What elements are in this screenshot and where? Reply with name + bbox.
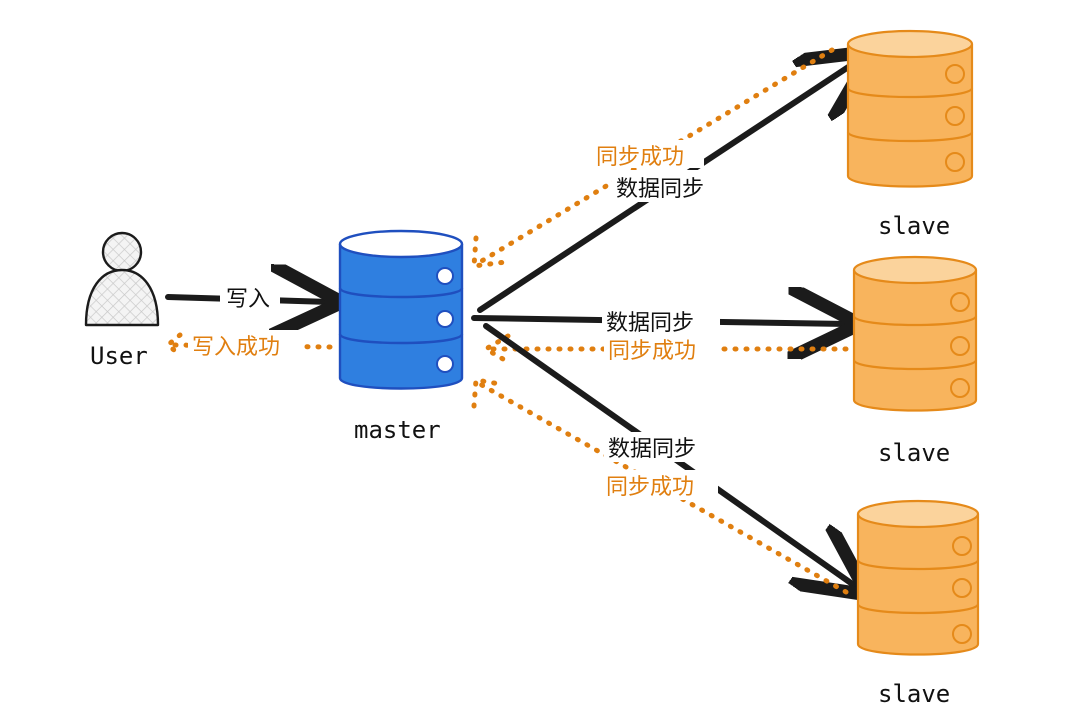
sync-success-arrowhead-slave-2 <box>481 333 511 365</box>
write-success-label: 写入成功 <box>192 335 280 360</box>
sync-success-label-slave-3: 同步成功 <box>606 475 694 500</box>
slave-label-3: slave <box>878 680 950 708</box>
sync-label-slave-2: 数据同步 <box>606 311 694 336</box>
sync-label-slave-3: 数据同步 <box>608 437 696 462</box>
sync-success-label-slave-1: 同步成功 <box>596 145 684 170</box>
master-label: master <box>354 416 441 444</box>
sync-success-arrow-slave-1 <box>477 47 835 265</box>
sync-label-slave-1: 数据同步 <box>616 177 704 202</box>
master-database-icon <box>338 229 464 390</box>
slave-node-1: slave <box>846 29 974 240</box>
sync-success-label-slave-2: 同步成功 <box>608 339 696 364</box>
sync-success-arrowhead-slave-3 <box>471 377 503 409</box>
slave-node-2: slave <box>852 255 978 467</box>
user-label: User <box>90 342 148 370</box>
sync-success-arrowhead-slave-1 <box>471 235 509 269</box>
slave-label-1: slave <box>878 212 950 240</box>
slave-database-icon <box>852 255 978 412</box>
slave-database-icon <box>856 499 980 656</box>
slave-database-icon <box>846 29 974 188</box>
master-node: master <box>338 229 464 444</box>
slave-label-2: slave <box>878 439 950 467</box>
write-label: 写入 <box>226 287 270 312</box>
slave-node-3: slave <box>856 499 980 708</box>
user-node: User <box>84 231 160 370</box>
user-icon <box>84 231 160 327</box>
